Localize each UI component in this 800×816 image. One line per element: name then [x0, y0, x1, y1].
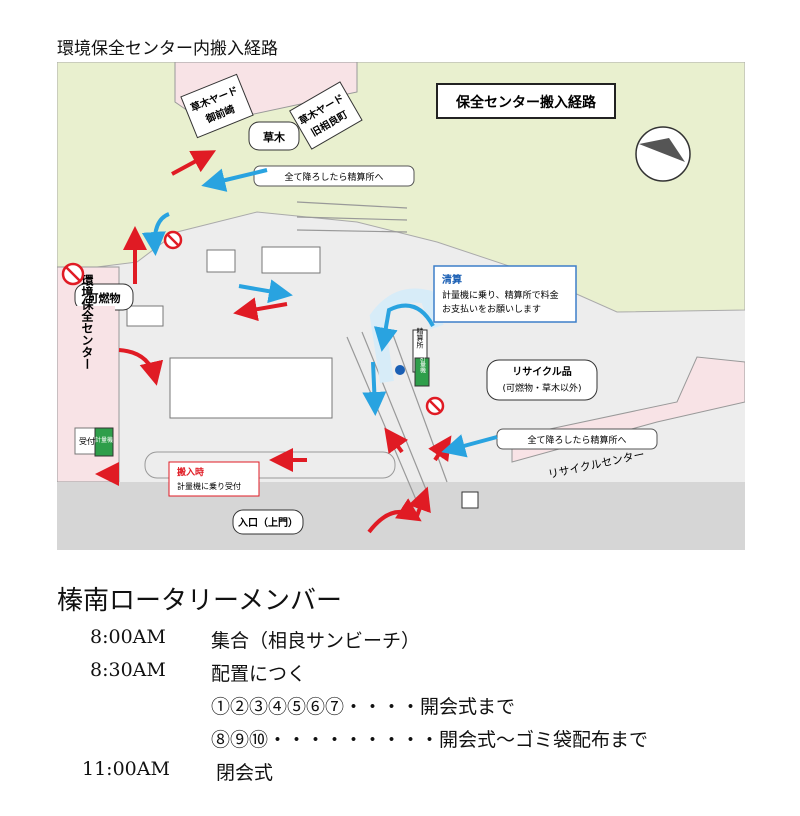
legend-title: 保全センター搬入経路	[455, 94, 597, 111]
schedule-desc-1: 集合（相良サンビーチ）	[211, 630, 421, 652]
seisan-loop	[369, 288, 444, 384]
center-label: 環境保全センター	[80, 274, 94, 370]
schedule-desc-2: 配置につく	[211, 663, 307, 685]
schedule-time-1: 8:00AM	[90, 626, 166, 648]
building-small-4	[461, 491, 479, 509]
section-title: 榛南ロータリーメンバー	[57, 586, 342, 616]
exit-route-arrows	[141, 168, 498, 458]
building-small-2	[261, 246, 321, 274]
kanen-label: 可燃物	[88, 291, 121, 305]
schedule-desc-5: 閉会式	[216, 762, 274, 784]
unload-note-2-text: 全て降ろしたら精算所へ	[527, 434, 626, 446]
seisan-line1: 計量機に乗り、精算所で料金	[442, 289, 559, 301]
no-entry-icon	[61, 262, 85, 286]
center-label-bg	[59, 306, 115, 424]
seisan-line2: お支払いをお願いします	[442, 303, 541, 315]
route-map-svg: 保全センター搬入経路 草木ヤード 御前崎 草木ヤード 旧相良町 草木 可燃物 全…	[57, 62, 745, 550]
unload-note-1-text: 全て降ろしたら精算所へ	[284, 171, 383, 183]
kusaki-callout	[248, 121, 300, 151]
seisan-box	[433, 265, 577, 323]
recycle-sub: (可燃物・草木以外)	[502, 382, 581, 394]
schedule-time-2: 8:30AM	[90, 659, 166, 681]
gate-callout	[232, 509, 304, 535]
uketsuke-label: 受付	[79, 436, 95, 446]
scale-left-label: 計量機	[95, 436, 113, 444]
route-map: 保全センター搬入経路 草木ヤード 御前崎 草木ヤード 旧相良町 草木 可燃物 全…	[57, 62, 745, 550]
scale-left	[94, 427, 114, 457]
unload-note-1	[253, 165, 415, 187]
compass-icon	[635, 126, 691, 182]
building-small-3	[126, 305, 164, 327]
legend-box	[436, 83, 616, 119]
entry-title: 搬入時	[177, 466, 204, 478]
no-entry-icon	[425, 396, 445, 416]
yard2-sign	[289, 81, 363, 150]
scale-right	[414, 357, 430, 387]
entry-route-arrows	[95, 150, 452, 534]
schedule-desc-3: ①②③④⑤⑥⑦・・・・開会式まで	[211, 696, 516, 718]
bottom-road	[57, 482, 745, 550]
seisanjo-label: 精算所	[416, 327, 424, 350]
entry-sub: 計量機に乗り受付	[177, 481, 241, 491]
compass-needle-icon	[639, 138, 685, 162]
no-entry-icon	[163, 230, 183, 250]
schedule-desc-4: ⑧⑨⑩・・・・・・・・・開会式～ゴミ袋配布まで	[211, 729, 649, 751]
map-title: 環境保全センター内搬入経路	[57, 39, 278, 59]
recycle-callout	[486, 359, 598, 401]
recycle-title: リサイクル品	[512, 366, 572, 378]
building-small-1	[206, 249, 236, 273]
gate-label: 入口（上門）	[238, 516, 298, 529]
seisan-point-icon	[395, 365, 405, 375]
yard1-sign	[180, 73, 254, 139]
schedule-time-5: 11:00AM	[82, 758, 170, 780]
entry-box	[168, 461, 260, 497]
seisan-title: 清算	[442, 273, 462, 286]
scale-right-label: 計量機	[419, 354, 426, 374]
building-main	[169, 357, 333, 419]
kusaki-label: 草木	[263, 130, 286, 144]
